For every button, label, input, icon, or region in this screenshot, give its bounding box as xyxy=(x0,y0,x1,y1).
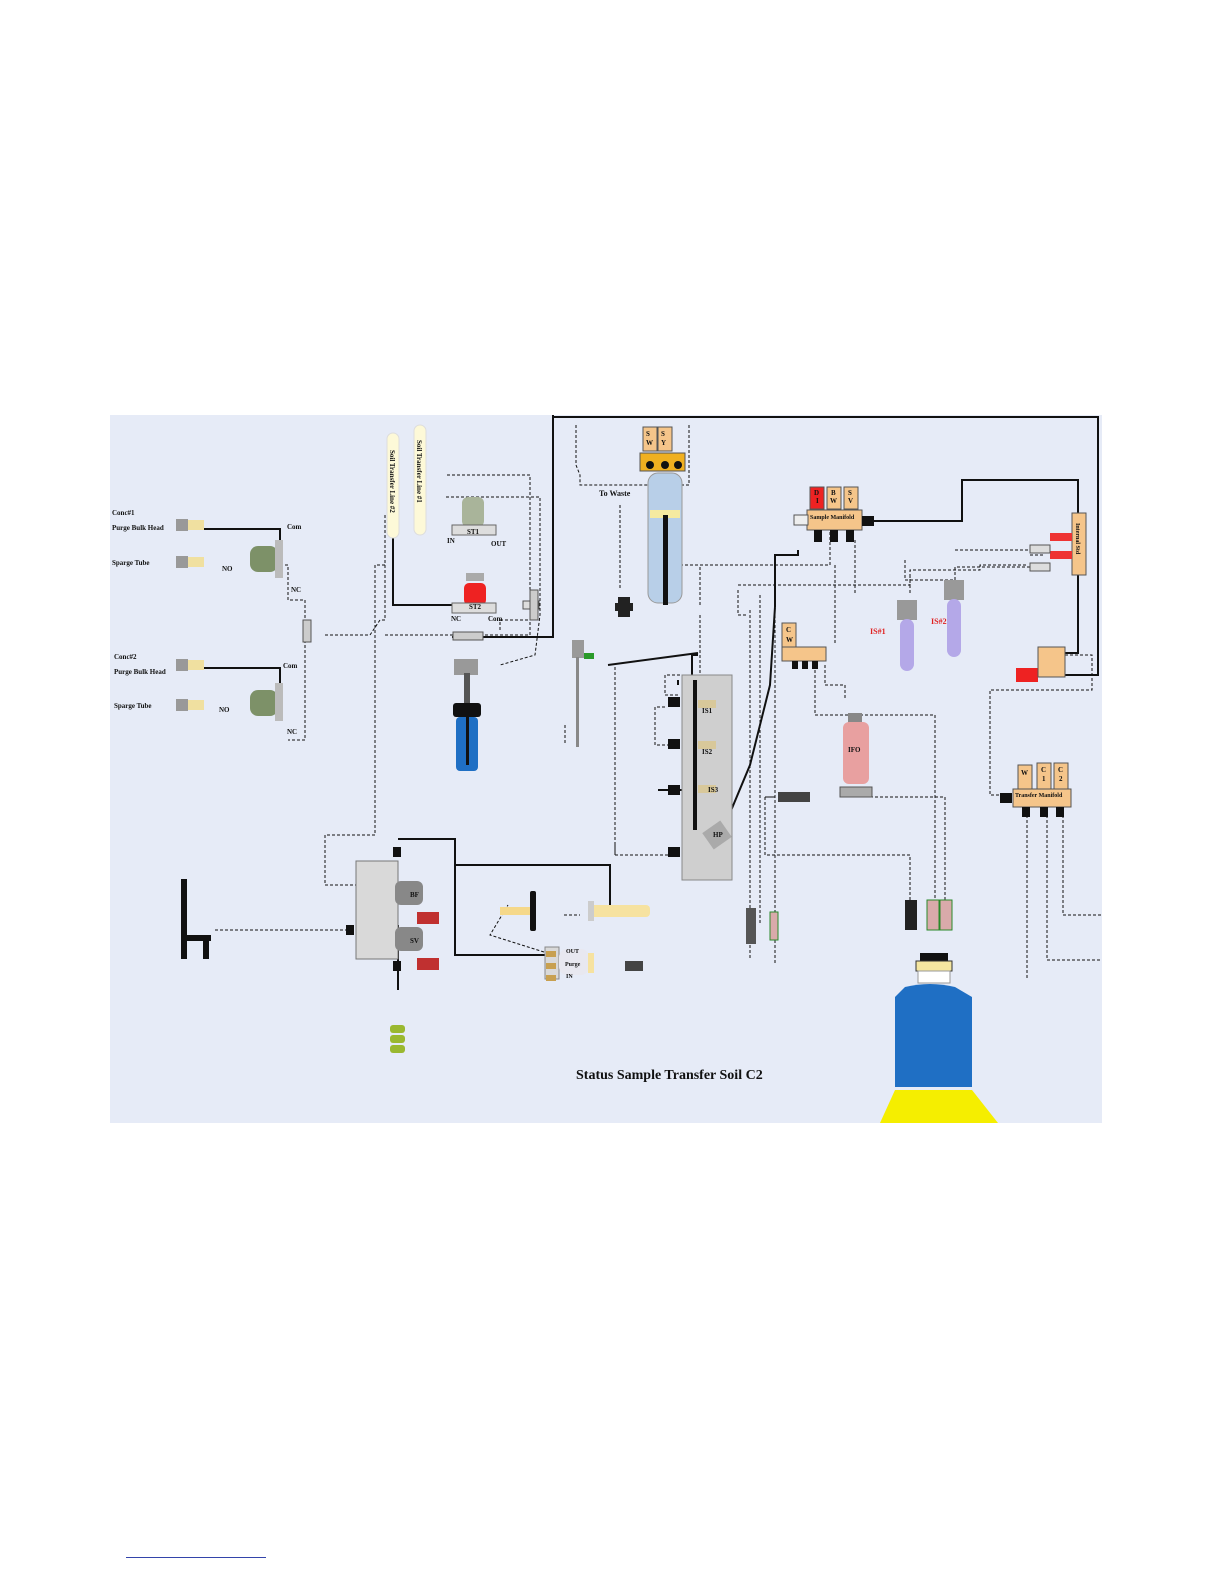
transfer-manifold-label: Transfer Manifold xyxy=(1015,793,1063,799)
conc1-nc-label: NC xyxy=(291,586,302,594)
transfer-line-1-label: Soil Transfer Line #1 xyxy=(415,440,423,503)
transfer-manifold-letter-1: 1 xyxy=(1042,775,1046,783)
valve-bf-label: BF xyxy=(410,891,419,899)
plumbing-lines xyxy=(176,415,1102,1123)
sample-manifold-letter-w: W xyxy=(830,497,837,505)
conc2-nc-label: NC xyxy=(287,728,298,736)
sparge-vessel xyxy=(453,659,481,771)
cw-letter-c: C xyxy=(786,626,792,634)
st1-out: OUT xyxy=(491,540,507,548)
instrument-schematic: Conc#1 Purge Bulk Head Sparge Tube Com N… xyxy=(110,415,1102,1123)
conc2-com-label: Com xyxy=(283,662,298,670)
internal-std-label: Internal Std xyxy=(1074,523,1080,555)
st1-name: ST1 xyxy=(467,528,480,536)
conc1-fittings xyxy=(176,519,204,568)
sample-manifold-letter-v: V xyxy=(848,497,854,505)
syringe xyxy=(572,640,594,747)
conc2-no-label: NO xyxy=(219,706,230,714)
st1-in: IN xyxy=(447,537,455,545)
footnote-rule xyxy=(126,1557,266,1558)
sample-manifold-letter-d: D xyxy=(814,489,820,497)
conc1-purge-label: Purge Bulk Head xyxy=(112,524,164,532)
port-is1-label: IS1 xyxy=(702,707,713,715)
sample-tube xyxy=(647,472,683,605)
ifo-label: IFO xyxy=(848,746,861,754)
is-vial-1-label: IS#1 xyxy=(870,627,886,636)
transfer-manifold-letter-w: W xyxy=(1021,769,1028,777)
conc2-sparge-label: Sparge Tube xyxy=(114,702,152,710)
is-vial-2-label: IS#2 xyxy=(931,617,947,626)
conc2-purge-label: Purge Bulk Head xyxy=(114,668,166,676)
status-text: Status Sample Transfer Soil C2 xyxy=(576,1068,763,1083)
transfer-manifold-letter-c2: C xyxy=(1058,766,1064,774)
trap-port-out: OUT xyxy=(566,949,580,955)
st2-valve xyxy=(451,573,497,614)
conc2-valve xyxy=(250,683,283,721)
sample-manifold-letter-i: I xyxy=(816,497,819,505)
conc1-title: Conc#1 xyxy=(112,509,135,517)
internal-std-block xyxy=(668,674,733,881)
transfer-manifold-letter-c1: C xyxy=(1041,766,1047,774)
gas-bottle xyxy=(880,953,998,1123)
internal-std-manifold xyxy=(1029,512,1087,576)
st2-nc: NC xyxy=(451,615,462,623)
valve-sv-label: SV xyxy=(410,937,419,945)
top-manifold-letter-2: W xyxy=(646,439,653,447)
port-is2-label: IS2 xyxy=(702,748,713,756)
st2-com: Com xyxy=(488,615,503,623)
ifo-canister xyxy=(839,713,873,798)
conc2-fittings xyxy=(176,659,204,711)
conc1-valve xyxy=(250,540,283,578)
top-manifold xyxy=(639,426,686,472)
conc1-no-label: NO xyxy=(222,565,233,573)
port-is3-label: IS3 xyxy=(708,786,719,794)
sample-manifold-letter-s: S xyxy=(848,489,852,497)
transfer-line-2-label: Soil Transfer Line #2 xyxy=(388,450,396,513)
conc1-com-label: Com xyxy=(287,523,302,531)
green-spring xyxy=(390,1025,405,1053)
cw-letter-w: W xyxy=(786,636,793,644)
to-waste-label: To Waste xyxy=(599,489,631,498)
is-vial-2 xyxy=(944,580,964,657)
trap-assembly xyxy=(500,891,650,981)
mount-bracket xyxy=(181,879,211,959)
cw-manifold xyxy=(781,622,827,669)
is-vial-1 xyxy=(897,600,917,671)
st2-name: ST2 xyxy=(469,603,482,611)
transfer-manifold xyxy=(1000,762,1072,817)
sample-manifold xyxy=(793,486,874,542)
valve-block xyxy=(346,847,439,971)
conc1-sparge-label: Sparge Tube xyxy=(112,559,150,567)
port-hp-label: HP xyxy=(713,831,723,839)
top-manifold-letter-1: S xyxy=(646,430,650,438)
waste-fitting xyxy=(615,597,633,617)
conc2-title: Conc#2 xyxy=(114,653,137,661)
transfer-manifold-letter-2: 2 xyxy=(1059,775,1063,783)
sample-manifold-letter-b: B xyxy=(831,489,836,497)
st1-valve xyxy=(451,497,497,536)
top-manifold-letter-3: S xyxy=(661,430,665,438)
trap-port-purge: Purge xyxy=(565,962,581,968)
trap-port-in: IN xyxy=(566,974,573,980)
top-manifold-letter-4: Y xyxy=(661,439,667,447)
sample-manifold-label: Sample Manifold xyxy=(810,515,855,521)
